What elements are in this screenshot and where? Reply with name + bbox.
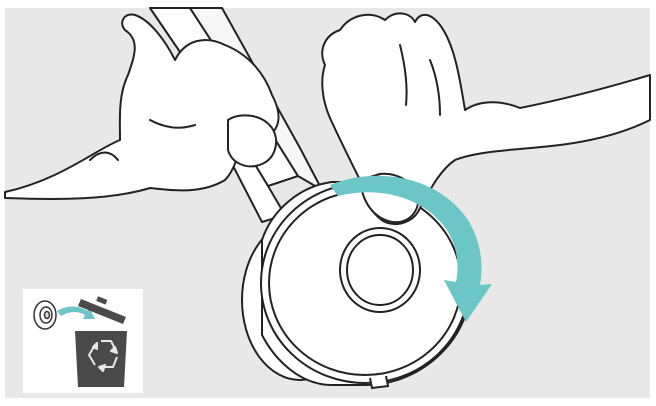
recycle-bin-icon [75, 331, 127, 387]
disposal-inset-panel [23, 289, 143, 393]
disposal-instruction-graphic [23, 289, 143, 393]
ear-cushion-icon [34, 301, 56, 329]
